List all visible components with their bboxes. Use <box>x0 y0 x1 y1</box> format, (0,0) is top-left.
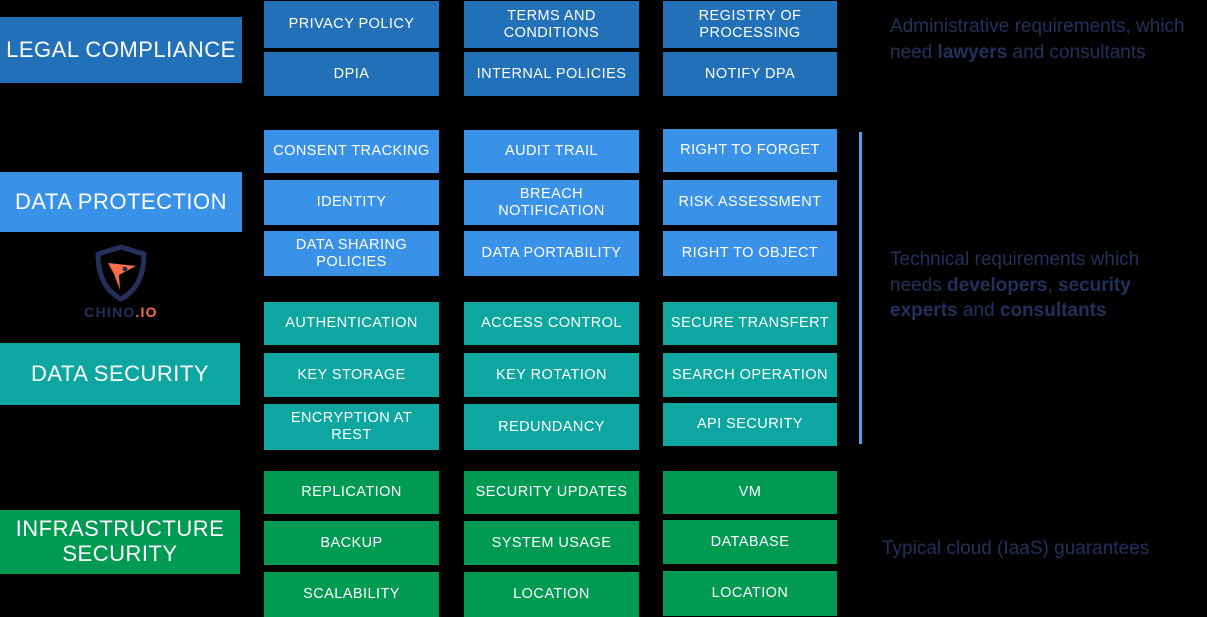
item-box[interactable]: DPIA <box>264 52 439 96</box>
item-box[interactable]: ACCESS CONTROL <box>464 302 639 345</box>
item-label: SCALABILITY <box>303 586 400 603</box>
category-label-text: DATA PROTECTION <box>14 188 228 214</box>
item-box[interactable]: BREACH NOTIFICATION <box>464 180 639 225</box>
item-box[interactable]: AUTHENTICATION <box>264 302 439 345</box>
note-text-part: Technical requirements which needs <box>890 249 1140 296</box>
item-label: BREACH NOTIFICATION <box>498 185 605 219</box>
note-technical-requirements: Technical requirements which needs devel… <box>890 247 1190 324</box>
logo-word-suffix: .IO <box>135 304 158 320</box>
category-label-infrastructure-security: INFRASTRUCTURE SECURITY <box>0 510 240 574</box>
item-box[interactable]: API SECURITY <box>663 403 837 446</box>
item-box[interactable]: AUDIT TRAIL <box>464 130 639 173</box>
note-text-part: Typical cloud (IaaS) guarantees <box>882 538 1150 559</box>
item-label: SECURE TRANSFERT <box>670 315 830 332</box>
note-cloud-guarantees: Typical cloud (IaaS) guarantees <box>882 536 1202 562</box>
note-text-emphasis: consultants <box>999 300 1107 322</box>
item-box[interactable]: IDENTITY <box>264 180 439 225</box>
category-label-legal-compliance: LEGAL COMPLIANCE <box>0 17 242 83</box>
item-box[interactable]: SECURE TRANSFERT <box>663 302 837 345</box>
item-label: RIGHT TO FORGET <box>680 142 820 159</box>
item-box[interactable]: KEY ROTATION <box>464 353 639 397</box>
item-label: DATA SHARING POLICIES <box>295 236 408 270</box>
item-label: LOCATION <box>711 585 789 602</box>
item-label: SYSTEM USAGE <box>491 534 612 551</box>
note-administrative-requirements: Administrative requirements, which need … <box>890 14 1190 65</box>
item-label: ACCESS CONTROL <box>481 315 622 332</box>
item-label: BACKUP <box>320 534 383 551</box>
item-label: AUDIT TRAIL <box>504 143 599 160</box>
item-box[interactable]: TERMS AND CONDITIONS <box>464 1 639 48</box>
item-box[interactable]: REDUNDANCY <box>464 404 639 450</box>
category-label-text: INFRASTRUCTURE SECURITY <box>15 516 225 566</box>
item-box[interactable]: RISK ASSESSMENT <box>663 180 837 225</box>
item-label: DATA PORTABILITY <box>481 245 622 262</box>
item-label: LOCATION <box>513 586 590 603</box>
item-label: VM <box>738 484 762 501</box>
item-label: AUTHENTICATION <box>285 315 418 332</box>
note-text-part: , <box>1047 274 1058 296</box>
item-label: REPLICATION <box>301 484 402 501</box>
item-box[interactable]: INTERNAL POLICIES <box>464 52 639 96</box>
item-box[interactable]: REPLICATION <box>264 471 439 514</box>
item-box[interactable]: VM <box>663 471 837 514</box>
item-label: KEY STORAGE <box>297 366 406 383</box>
item-box[interactable]: RIGHT TO OBJECT <box>663 231 837 276</box>
item-label: SECURITY UPDATES <box>475 484 628 501</box>
item-label: ENCRYPTION AT REST <box>290 410 413 443</box>
category-label-text: LEGAL COMPLIANCE <box>6 36 236 62</box>
logo-wordmark: CHINO.IO <box>78 304 164 320</box>
item-box[interactable]: KEY STORAGE <box>264 353 439 397</box>
technical-requirements-bracket-line <box>859 132 862 444</box>
item-box[interactable]: ENCRYPTION AT REST <box>264 404 439 450</box>
item-label: KEY ROTATION <box>496 366 607 383</box>
item-label: NOTIFY DPA <box>704 65 796 82</box>
item-label: REDUNDANCY <box>498 418 605 435</box>
item-box[interactable]: REGISTRY OF PROCESSING <box>663 1 837 48</box>
logo-word-main: CHINO <box>84 304 136 320</box>
item-box[interactable]: BACKUP <box>264 521 439 565</box>
category-label-data-security: DATA SECURITY <box>0 343 240 405</box>
category-label-data-protection: DATA PROTECTION <box>0 172 242 232</box>
item-label: API SECURITY <box>696 416 804 433</box>
item-box[interactable]: DATA SHARING POLICIES <box>264 231 439 276</box>
item-box[interactable]: DATABASE <box>663 520 837 564</box>
item-label: RISK ASSESSMENT <box>678 194 822 211</box>
item-label: SEARCH OPERATION <box>672 366 828 383</box>
item-label: RIGHT TO OBJECT <box>681 245 819 262</box>
note-text-part: Administrative requirements, which need <box>890 16 1185 63</box>
note-text-emphasis: developers <box>947 274 1048 296</box>
item-box[interactable]: SCALABILITY <box>264 572 439 617</box>
item-box[interactable]: LOCATION <box>663 571 837 616</box>
item-box[interactable]: SYSTEM USAGE <box>464 521 639 565</box>
shield-icon <box>95 244 147 302</box>
item-box[interactable]: LOCATION <box>464 572 639 617</box>
item-box[interactable]: RIGHT TO FORGET <box>663 129 837 172</box>
category-label-text: DATA SECURITY <box>30 360 210 386</box>
item-box[interactable]: SEARCH OPERATION <box>663 353 837 397</box>
item-box[interactable]: PRIVACY POLICY <box>264 1 439 48</box>
note-text-emphasis: security experts <box>890 274 1131 322</box>
item-label: PRIVACY POLICY <box>288 16 415 33</box>
item-box[interactable]: DATA PORTABILITY <box>464 231 639 276</box>
item-box[interactable]: SECURITY UPDATES <box>464 471 639 514</box>
item-label: IDENTITY <box>316 194 387 211</box>
note-text-part: and <box>957 300 1000 322</box>
item-label: REGISTRY OF PROCESSING <box>698 7 802 41</box>
item-label: DPIA <box>333 65 370 82</box>
note-text-part: and consultants <box>1007 41 1146 63</box>
item-box[interactable]: CONSENT TRACKING <box>264 130 439 173</box>
note-text-emphasis: lawyers <box>937 41 1008 63</box>
item-label: DATABASE <box>710 533 790 550</box>
item-label: INTERNAL POLICIES <box>476 65 627 82</box>
item-label: TERMS AND CONDITIONS <box>503 7 600 41</box>
item-box[interactable]: NOTIFY DPA <box>663 52 837 96</box>
chino-io-logo: CHINO.IO <box>78 244 164 330</box>
item-label: CONSENT TRACKING <box>273 143 430 160</box>
